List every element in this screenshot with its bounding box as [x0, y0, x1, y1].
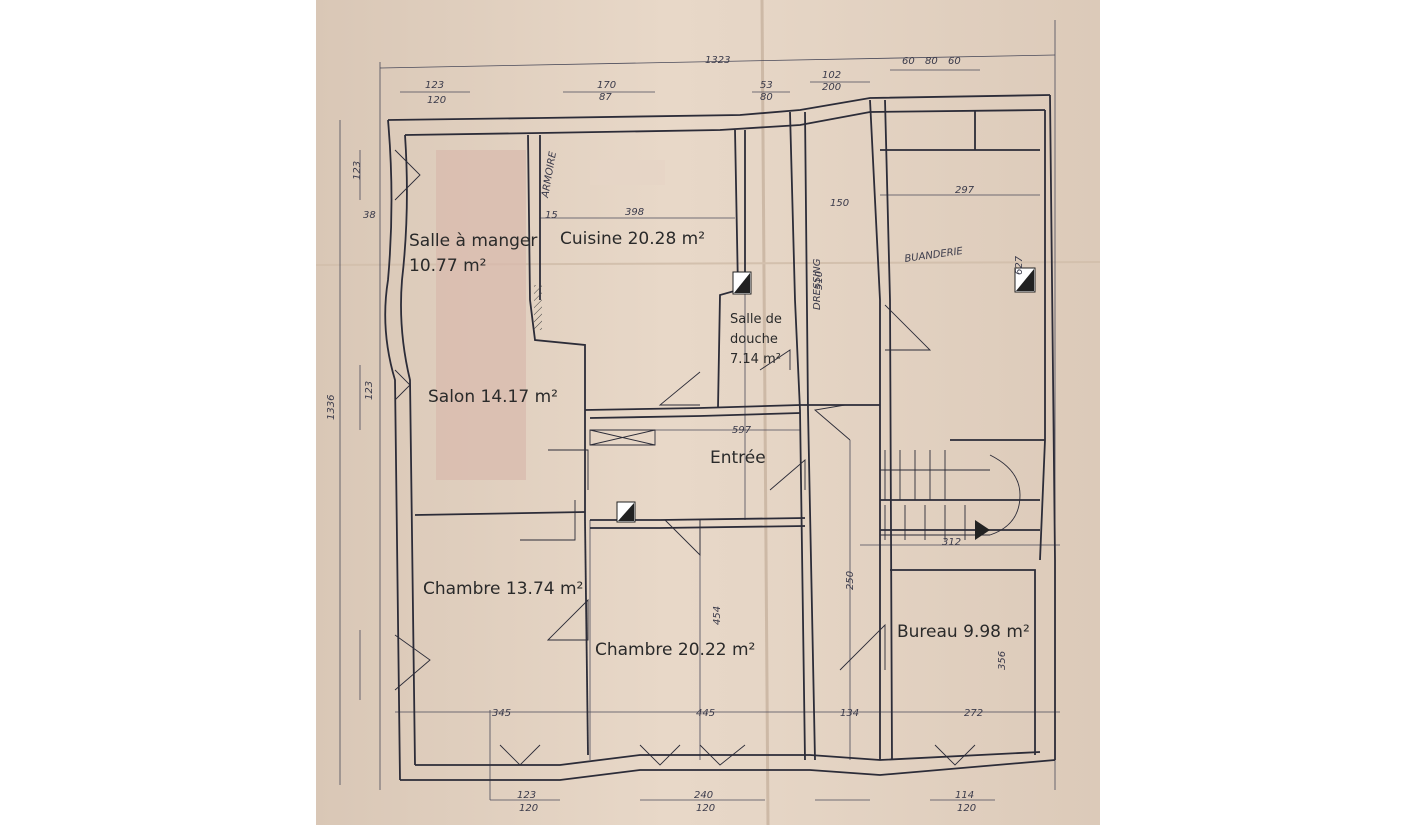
dim-overall-height: 1336 [326, 395, 337, 420]
dim-vert-5: 627 [1014, 255, 1025, 275]
paper-fold-vertical [760, 0, 770, 825]
walls [384, 94, 1056, 781]
room-labels: Salle à manger 10.77 m² Cuisine 20.28 m²… [409, 229, 1030, 660]
dim-top-seg-2: 200 [822, 82, 841, 93]
room-chambre-1-label: Chambre 13.74 m² [423, 579, 583, 599]
dim-top-small-1: 60 [902, 56, 915, 67]
room-chambre-2-name: Chambre [595, 640, 673, 660]
room-salon-label: Salon 14.17 m² [428, 387, 558, 407]
dim-bottom-3: 134 [840, 708, 859, 719]
room-chambre-1-area: 13.74 m² [506, 579, 583, 599]
dim-top-small-3: 60 [948, 56, 961, 67]
dim-corridor-width: 150 [830, 198, 849, 209]
dim-bottom-win-2b: 120 [696, 803, 715, 814]
dim-top-seg-1: 102 [822, 70, 841, 81]
dim-entree-width: 597 [732, 425, 752, 436]
dim-left-2: 123 [364, 381, 375, 400]
dim-thickness-2: 38 [363, 210, 376, 221]
dim-thickness: 15 [545, 210, 558, 221]
dim-top-window-1b: 120 [427, 95, 446, 106]
handwritten-dressing: DRESSING [812, 258, 823, 310]
dim-top-window-2b: 87 [599, 92, 612, 103]
room-cuisine-area: 20.28 m² [628, 229, 705, 249]
dim-vert-1: 510 [814, 271, 825, 290]
room-bureau-name: Bureau [897, 622, 958, 642]
dimension-labels: 1323 123 120 170 87 53 80 102 200 60 80 … [326, 55, 1025, 814]
room-salle-a-manger-area: 10.77 m² [409, 256, 486, 276]
hatched-column [534, 285, 542, 330]
dim-top-window-3: 53 [760, 80, 773, 91]
blur-mask-salle [436, 150, 526, 480]
room-chambre-2-area: 20.22 m² [678, 640, 755, 660]
dim-bottom-4: 272 [964, 708, 983, 719]
door-swings [394, 149, 976, 766]
room-chambre-2-label: Chambre 20.22 m² [595, 640, 755, 660]
dim-kitchen-width: 398 [625, 207, 644, 218]
dim-bottom-1: 345 [492, 708, 511, 719]
dim-bottom-win-3b: 120 [957, 803, 976, 814]
room-salon-name: Salon [428, 387, 475, 407]
dim-bottom-win-1b: 120 [519, 803, 538, 814]
dim-top-window-2: 170 [597, 80, 616, 91]
dim-overall-width: 1323 [705, 55, 730, 66]
duct-symbols [616, 267, 1036, 540]
dim-vert-2: 250 [845, 571, 856, 590]
dim-top-window-3b: 80 [760, 92, 773, 103]
blur-mask-cuisine [590, 160, 665, 185]
dim-stair-width: 312 [942, 537, 961, 548]
room-douche-name-1: Salle de [730, 312, 782, 327]
dim-vert-3: 356 [997, 651, 1008, 670]
dim-bottom-win-1: 123 [517, 790, 536, 801]
room-chambre-1-name: Chambre [423, 579, 501, 599]
room-salon-area: 14.17 m² [481, 387, 558, 407]
dim-top-small-2: 80 [925, 56, 938, 67]
dim-bottom-2: 445 [696, 708, 715, 719]
room-bureau-area: 9.98 m² [963, 622, 1030, 642]
room-salle-a-manger-name: Salle à manger [409, 231, 537, 251]
paper-background [316, 0, 1100, 825]
dim-left-1: 123 [352, 161, 363, 180]
floor-plan-drawing: 1323 123 120 170 87 53 80 102 200 60 80 … [316, 0, 1100, 825]
dim-bottom-win-3: 114 [955, 790, 974, 801]
room-douche-area: 7.14 m² [730, 352, 781, 367]
dim-top-window-1: 123 [425, 80, 444, 91]
dim-laundry-width: 297 [955, 185, 975, 196]
room-cuisine-name: Cuisine [560, 229, 622, 249]
dim-bottom-win-2: 240 [694, 790, 713, 801]
room-bureau-label: Bureau 9.98 m² [897, 622, 1030, 642]
room-cuisine-label: Cuisine 20.28 m² [560, 229, 705, 249]
room-douche-name-2: douche [730, 332, 778, 347]
room-entree-name: Entrée [710, 448, 766, 468]
dim-vert-4: 454 [712, 606, 723, 625]
stair-treads [880, 450, 1021, 540]
